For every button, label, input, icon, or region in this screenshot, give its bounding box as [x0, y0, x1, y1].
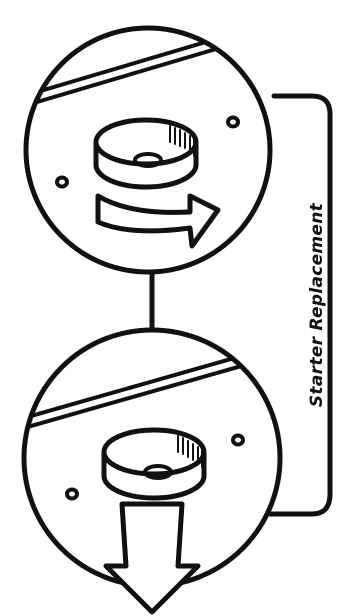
screw-hole-icon	[65, 487, 79, 501]
bracket-line	[267, 93, 333, 517]
starter-icon	[101, 427, 207, 501]
step-1-rotate	[23, 25, 273, 275]
step-2-remove	[21, 327, 283, 615]
screw-hole-icon	[55, 175, 69, 189]
screw-hole-icon	[231, 433, 245, 447]
starter-icon	[93, 117, 199, 190]
screw-hole-icon	[226, 115, 240, 129]
diagram-caption: Starter Replacement	[307, 202, 327, 407]
rotate-arrow-icon[interactable]	[95, 193, 221, 249]
down-arrow-icon[interactable]	[103, 501, 201, 615]
